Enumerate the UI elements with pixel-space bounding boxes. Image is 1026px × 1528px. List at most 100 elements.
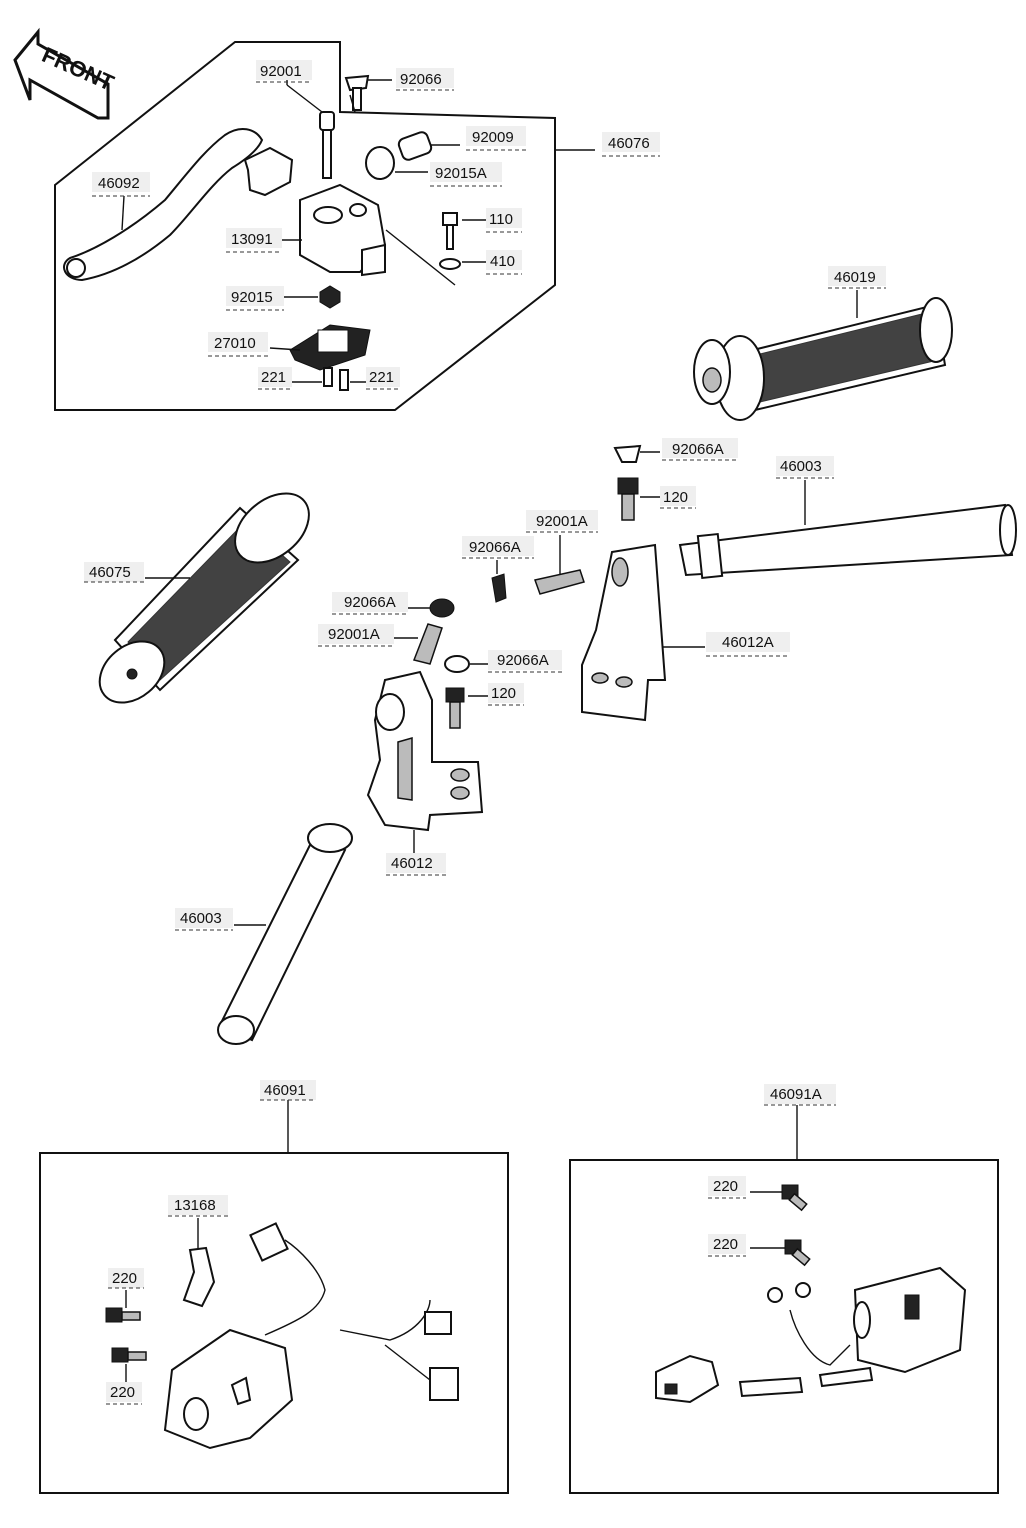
lever-holder-part — [299, 183, 387, 277]
housing-46012-part — [366, 670, 484, 832]
label-220-right-top: 220 — [708, 1176, 746, 1199]
screw-221-right-part — [339, 369, 349, 391]
bushing-92015a-part — [365, 146, 395, 180]
housing-46012a-part — [581, 543, 667, 722]
svg-text:46012: 46012 — [391, 855, 433, 872]
adjuster-92009-part — [397, 131, 433, 161]
label-92001-top: 92001 — [256, 60, 312, 83]
svg-text:120: 120 — [663, 489, 688, 506]
svg-text:220: 220 — [110, 1384, 135, 1401]
label-220-left-bottom: 220 — [106, 1382, 142, 1405]
front-arrow-icon: FRONT — [13, 27, 118, 120]
label-92015a: 92015A — [430, 162, 502, 187]
svg-text:120: 120 — [491, 685, 516, 702]
svg-text:92066: 92066 — [400, 71, 442, 88]
label-46076: 46076 — [602, 132, 660, 157]
switch-assembly-46091a-outline — [569, 1159, 999, 1494]
switch-27010-part — [289, 324, 371, 371]
grip-46075-part — [98, 492, 310, 704]
svg-text:220: 220 — [713, 1236, 738, 1253]
lever-assembly-outline — [54, 41, 556, 411]
label-46012: 46012 — [386, 853, 446, 876]
label-92001a-left: 92001A — [318, 624, 394, 647]
svg-text:221: 221 — [369, 369, 394, 386]
svg-text:410: 410 — [490, 253, 515, 270]
wiring-harness-left-part — [249, 1222, 459, 1401]
bracket-13168-part — [182, 1246, 216, 1308]
screw-220-left-top-part — [105, 1307, 141, 1323]
label-46003-left: 46003 — [175, 908, 233, 931]
label-220-right-bottom: 220 — [708, 1234, 746, 1257]
label-46012a: 46012A — [706, 632, 790, 657]
svg-text:221: 221 — [261, 369, 286, 386]
svg-text:46003: 46003 — [780, 458, 822, 475]
svg-text:92066A: 92066A — [672, 441, 724, 458]
brake-lever-part — [63, 128, 294, 282]
label-221-left: 221 — [258, 367, 292, 390]
svg-text:46076: 46076 — [608, 135, 650, 152]
washer-410-part — [439, 258, 461, 270]
label-221-right: 221 — [366, 367, 400, 390]
screw-220-right-top-part — [781, 1184, 808, 1212]
wiring-harness-right-part — [655, 1282, 874, 1404]
svg-text:220: 220 — [112, 1270, 137, 1287]
label-46092: 46092 — [92, 172, 150, 197]
label-46019: 46019 — [828, 266, 886, 289]
label-46091a: 46091A — [764, 1084, 836, 1106]
bolt-92001-part — [319, 111, 335, 179]
label-410: 410 — [486, 250, 522, 275]
cap-92066a-left-part — [429, 598, 455, 618]
label-120-low: 120 — [488, 683, 524, 706]
label-92066a-low: 92066A — [488, 650, 562, 673]
svg-text:92066A: 92066A — [469, 539, 521, 556]
screw-220-left-bottom-part — [111, 1347, 147, 1363]
svg-text:92015A: 92015A — [435, 165, 487, 182]
svg-text:46003: 46003 — [180, 910, 222, 927]
label-92015: 92015 — [226, 286, 284, 311]
svg-text:13168: 13168 — [174, 1197, 216, 1214]
svg-text:46075: 46075 — [89, 564, 131, 581]
label-92009: 92009 — [466, 126, 526, 151]
throttle-tube-left-part — [217, 823, 353, 1045]
bolt-92001a-left-part — [412, 623, 443, 665]
label-110: 110 — [486, 208, 522, 233]
svg-text:92015: 92015 — [231, 289, 273, 306]
switch-housing-left-part — [163, 1328, 294, 1450]
label-120-top: 120 — [660, 486, 696, 509]
svg-text:92066A: 92066A — [344, 594, 396, 611]
svg-text:46091: 46091 — [264, 1082, 306, 1099]
bolt-120-top-part — [617, 477, 639, 521]
switch-assembly-46091-outline — [39, 1152, 509, 1494]
label-92066-top: 92066 — [396, 68, 454, 91]
label-46075: 46075 — [84, 562, 144, 583]
label-13091: 13091 — [226, 228, 282, 253]
svg-text:13091: 13091 — [231, 231, 273, 248]
label-27010: 27010 — [208, 332, 268, 357]
pin-92066a-mid-part — [491, 573, 507, 603]
svg-text:92009: 92009 — [472, 129, 514, 146]
label-92066a-mid: 92066A — [462, 536, 534, 559]
svg-text:46091A: 46091A — [770, 1086, 822, 1103]
label-13168: 13168 — [168, 1195, 228, 1217]
bolt-110-part — [442, 212, 458, 250]
screw-221-left-part — [323, 367, 333, 387]
throttle-tube-right-part — [678, 503, 1017, 580]
svg-text:46012A: 46012A — [722, 634, 774, 651]
pin-92066-part — [344, 74, 370, 111]
label-46003-right: 46003 — [776, 456, 834, 479]
label-220-left-top: 220 — [108, 1268, 144, 1289]
label-92066a-top: 92066A — [662, 438, 738, 461]
svg-text:110: 110 — [489, 211, 513, 228]
switch-housing-right-part — [853, 1266, 967, 1374]
label-92001a-mid: 92001A — [526, 510, 598, 533]
bolt-120-low-part — [445, 687, 465, 729]
svg-text:46019: 46019 — [834, 269, 876, 286]
svg-text:46092: 46092 — [98, 175, 140, 192]
lever-assembly-leaders — [121, 70, 595, 383]
cap-92066a-top-part — [613, 444, 642, 463]
label-92066a-left: 92066A — [332, 592, 408, 615]
nut-92015-part — [319, 285, 341, 309]
grip-46019-part — [693, 297, 953, 421]
svg-text:92001: 92001 — [260, 63, 302, 80]
